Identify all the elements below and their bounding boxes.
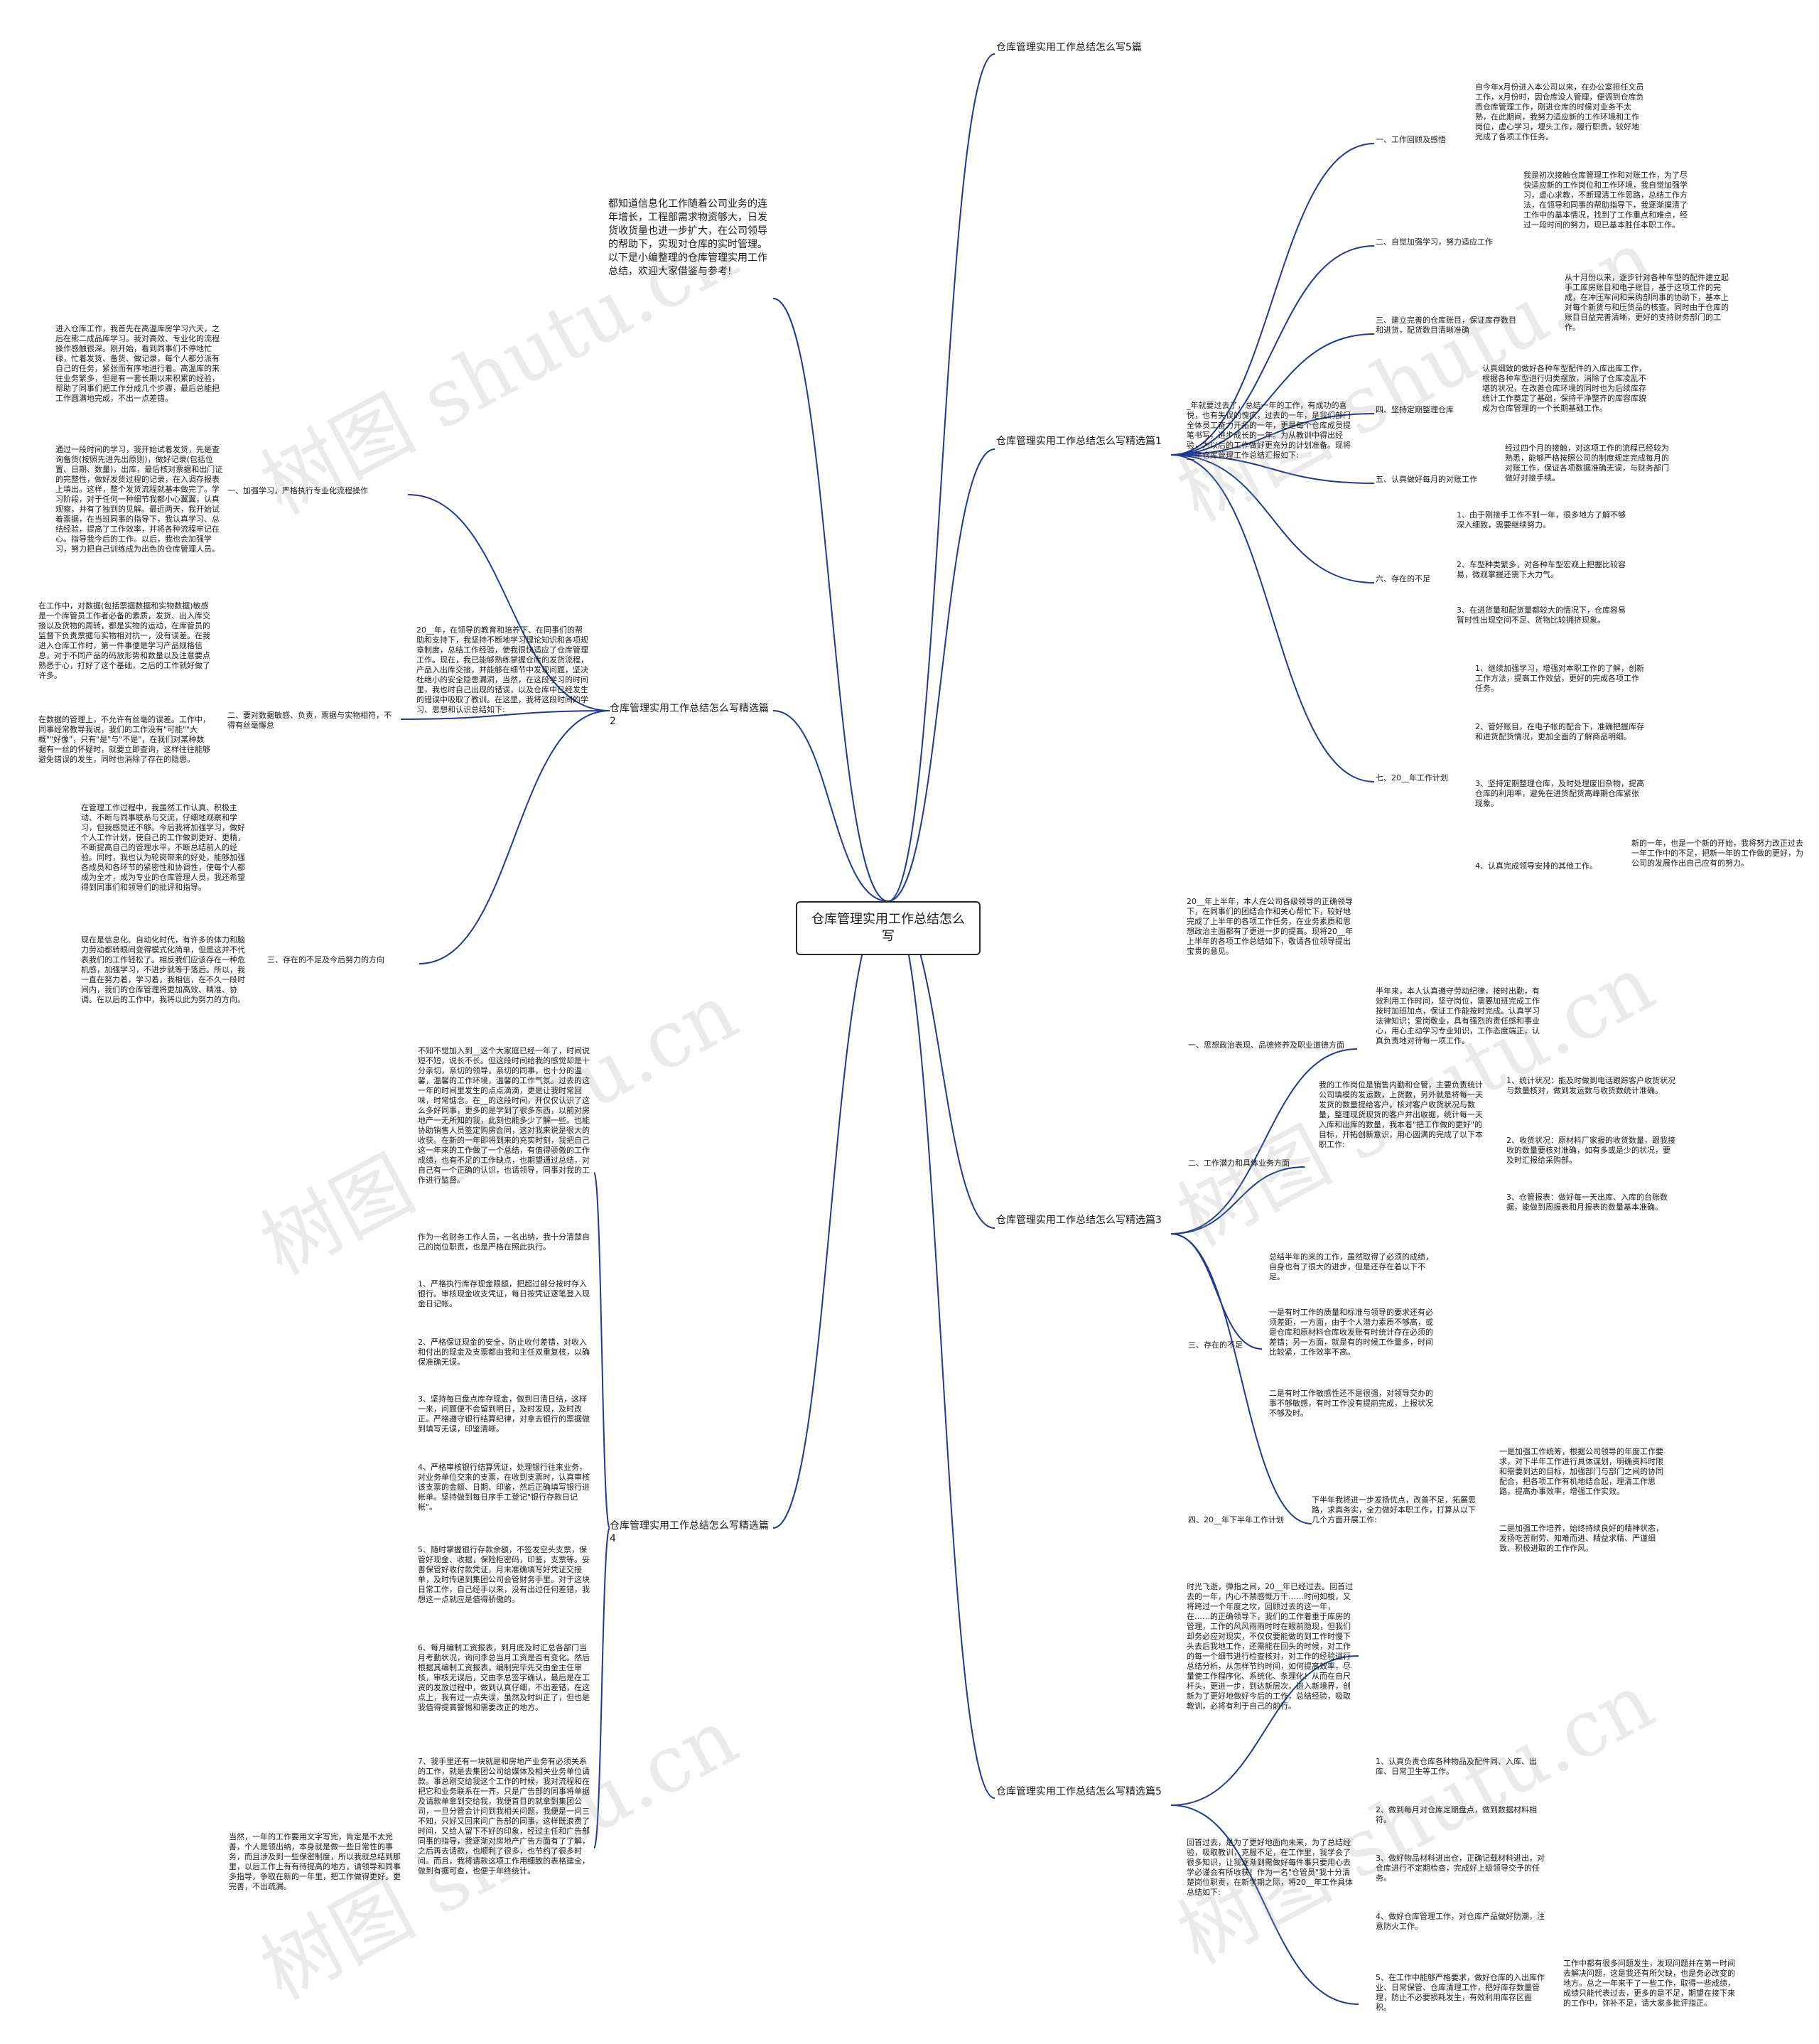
p2-s3a: 在管理工作过程中，我虽然工作认真、积极主动、不断与同事联系与交流，仔细地观察和学… [81, 803, 245, 892]
p1-s7d-text: 新的一年，也是一个新的开始，我将努力改正过去一年工作中的不足，把新一年的工作做的… [1631, 839, 1803, 868]
p5-a2: 2、做到每月对仓库定期盘点，做到数据材料相符。 [1376, 1805, 1537, 1824]
connector-line [1170, 454, 1375, 583]
p4-intro: 不知不觉加入到__这个大家庭已经一年了，时间说短不短，说长不长。但这段时间给我的… [418, 1046, 590, 1185]
intro-text: 都知道信息化工作随着公司业务的连年增长，工程部需求物资够大，日发货收货量也进一步… [608, 198, 767, 277]
connector-line [1170, 1233, 1263, 1350]
connector-line [419, 710, 610, 964]
connector-line [1170, 333, 1375, 456]
p2-intro: 20__年，在领导的教育和培养下、在同事们的帮助和支持下，我坚持不断地学习理论知… [416, 625, 588, 714]
p4-a3: 3、坚持每日盘点库存现金，做到日清日结，这样一来，问题便不会留到明日，及时发现，… [418, 1394, 590, 1434]
connector-line [1170, 245, 1375, 456]
connector-line [1170, 1655, 1359, 1806]
connector-line [1170, 454, 1375, 484]
p1-s6a: 1、由于刚接手工作不到一年，很多地方了解不够深入细致，需要继续努力。 [1457, 510, 1626, 529]
branch-b1[interactable]: 仓库管理实用工作总结怎么写精选篇1 [996, 436, 1162, 447]
p2-s2b: 在数据的管理上，不允许有丝毫的误差。工作中，同事经常教导我说，我们的工作没有"可… [38, 715, 210, 764]
p5-a4: 4、做好仓库管理工作，对仓库产品做好防潮，注意防火工作。 [1376, 1912, 1545, 1931]
branch-b5[interactable]: 仓库管理实用工作总结怎么写5篇 [996, 42, 1142, 53]
p3-s4[interactable]: 四、20__年下半年工作计划 [1188, 1515, 1284, 1524]
p3-s1-text: 半年来，本人认真遵守劳动纪律，按时出勤，有效利用工作时间，坚守岗位，需要加班完成… [1376, 986, 1540, 1045]
p5-a3: 3、做好物品材料进出仓，正确记载材料进出，对仓库进行不定期检查，完成好上级领导交… [1376, 1854, 1545, 1883]
connector-line [887, 448, 995, 902]
branch-b2[interactable]: 仓库管理实用工作总结怎么写精选篇2 [610, 703, 769, 727]
connector-line [1170, 1166, 1305, 1235]
p4-a5: 5、随时掌握银行存款余额，不签发空头支票，保管好现金、收据，保险柜密码，印鉴，支… [418, 1545, 590, 1604]
connector-line [1170, 143, 1375, 456]
p1-s4-text: 认真细致的做好各种车型配件的入库出库工作，根据各种车型进行归类摆放，消除了仓库凌… [1482, 364, 1646, 413]
p3-s1[interactable]: 一、思想政治表现、品德修养及职业道德方面 [1188, 1040, 1344, 1050]
p1-s7a: 1、继续加强学习，增强对本职工作的了解，创新工作方法，提高工作效益，更好的完成各… [1475, 664, 1644, 693]
p4-a0: 作为一名财务工作人员，一名出纳，我十分清楚自己的岗位职责，也是严格在照此执行。 [418, 1232, 590, 1252]
p1-s6b: 2、车型种类繁多，对各种车型宏观上把握比较容易，微观掌握还需下大力气。 [1457, 560, 1626, 579]
connector-line [772, 900, 889, 1529]
p1-s2-text: 我是初次接触仓库管理工作和对账工作，为了尽快适应新的工作岗位和工作环境，我自觉加… [1523, 171, 1688, 230]
p3-s3b: 一是有时工作的质量和标准与领导的要求还有必须差距，一方面，由于个人潜力素质不够高… [1269, 1308, 1433, 1357]
connector-line [1170, 454, 1375, 782]
p3-intro: 20__年上半年，本人在公司各级领导的正确领导下，在同事们的团结合作和关心帮忙下… [1187, 897, 1353, 956]
connector-line [1170, 1048, 1358, 1235]
p5-s0: 回首过去，是为了更好地面向未来，为了总结经验，吸取教训，克服不足，在工作里，我学… [1187, 1838, 1353, 1897]
p3-s2-text: 我的工作岗位是销售内勤和仓管，主要负责统计公司填模的发运数，上货数，另外就是将每… [1319, 1080, 1483, 1149]
p3-s3c: 二是有时工作敏感性还不是很强，对领导交办的事不够敏感，有时工作没有提前完成，上报… [1269, 1389, 1433, 1418]
p3-s3a: 总结半年的来的工作，虽然取得了必须的成绩，自身也有了很大的进步，但是还存在着以下… [1269, 1252, 1433, 1281]
branch-b4[interactable]: 仓库管理实用工作总结怎么写精选篇4 [610, 1520, 769, 1544]
connector-line [1170, 1804, 1359, 2005]
p3-s3[interactable]: 三、存在的不足 [1188, 1340, 1243, 1350]
p3-s2a: 1、统计状况：能及时做到电话跟踪客户收货状况与数量核对，做到发运数与收货数统计准… [1506, 1076, 1675, 1095]
p1-s5-text: 经过四个月的接触，对这项工作的流程已经较为熟悉，能够严格按照公司的制度规定完成每… [1505, 443, 1669, 483]
p4-a7: 7、我手里还有一块就是和房地产业务有必须关系的工作，就是去集团公司给媒体及相关业… [418, 1757, 590, 1876]
connector-line [593, 1527, 610, 1849]
connector-line [887, 900, 995, 1799]
p3-s2[interactable]: 二、工作潜力和具体业务方面 [1188, 1158, 1290, 1168]
p1-intro: _年就要过去了，总结一年的工作，有成功的喜悦，也有失误的愧疚，过去的一年，是我们… [1187, 401, 1351, 460]
p5-intro: 时光飞逝，弹指之间，20__年已经过去。回首过去的一年，内心不禁感慨万千……时间… [1187, 1582, 1353, 1711]
p1-s1[interactable]: 一、工作回顾及感悟 [1376, 135, 1446, 144]
p1-s7[interactable]: 七、20__年工作计划 [1376, 773, 1448, 782]
connector-line [887, 53, 995, 902]
p1-s3-text: 从十月份以来，逐步针对各种车型的配件建立起手工库房账目和电子账目，基于这项工作的… [1565, 273, 1729, 332]
p3-s2c: 3、仓管报表：做好每一天出库、入库的台账数据，能做到周报表和月报表的数量基本准确… [1506, 1193, 1668, 1212]
p3-s4b: 二是加强工作培养，始终持续良好的精神状态，发扬吃苦耐劳、知难而进、精益求精、严谨… [1499, 1524, 1663, 1553]
p2-s3[interactable]: 三、存在的不足及今后努力的方向 [267, 955, 384, 964]
connector-line [407, 494, 610, 711]
p1-s7c: 3、坚持定期整理仓库，及时处理废旧杂物，提高仓库的利用率，避免在进货配货高峰期仓… [1475, 779, 1644, 808]
p1-s7b: 2、管好账目，在电子帐的配合下，准确把握库存和进货配货情况，更加全面的了解商品明… [1475, 722, 1644, 741]
p2-s1[interactable]: 一、加强学习，严格执行专业化流程操作 [227, 486, 368, 495]
p1-s1-text: 自今年x月份进入本公司以来，在办公室担任文员工作，x月份时，因仓库没人管理，便调… [1475, 82, 1644, 141]
p2-s1a: 进入仓库工作，我首先在高温库房学习六天，之后在熊二成品库学习。我对高效、专业化的… [55, 324, 220, 403]
p1-s6[interactable]: 六、存在的不足 [1376, 574, 1430, 583]
connector-line [772, 298, 889, 902]
p1-s4[interactable]: 四、坚持定期整理仓库 [1376, 405, 1454, 414]
connector-line [1170, 1233, 1312, 1524]
branch-b3[interactable]: 仓库管理实用工作总结怎么写精选篇3 [996, 1215, 1162, 1226]
p3-s4a: 一是加强工作统筹，根据公司领导的年度工作要求，对下半年工作进行具体谋划，明确资料… [1499, 1447, 1663, 1496]
p2-s3b: 现在是信息化、自动化时代，有许多的体力和脑力劳动都转眼间变得模式化简单，但是这并… [81, 935, 245, 1004]
p3-s2b: 2、收货状况：原材料厂家报的收货数量，跟我接收的数量要核对准确，如有多或是少的状… [1506, 1136, 1675, 1165]
p1-s2[interactable]: 二、自觉加强学习，努力适应工作 [1376, 237, 1493, 247]
p5-a5-text: 工作中都有很多问题发生，发现问题并在第一时间去解决问题，这是我还有所欠缺，也是务… [1563, 1959, 1735, 2008]
p1-s7d: 4、认真完成领导安排的其他工作。 [1475, 861, 1597, 871]
p4-a1: 1、严格执行库存现金限额，把超过部分按时存入银行。审核现金收支凭证，每日按凭证逐… [418, 1279, 590, 1308]
p5-a1: 1、认真负责仓库各种物品及配件同、入库、出库、日常卫生等工作。 [1376, 1757, 1537, 1776]
p1-s5[interactable]: 五、认真做好每月的对账工作 [1376, 475, 1477, 484]
p1-s3[interactable]: 三、建立完善的仓库账目，保证库存数目和进货，配货数目清晰准确 [1376, 316, 1516, 335]
p3-s4-text: 下半年我将进一步发扬优点，改善不足，拓展思路，求真务实，全力做好本职工作，打算从… [1312, 1495, 1476, 1524]
connector-line [772, 710, 889, 902]
branch-b5b[interactable]: 仓库管理实用工作总结怎么写精选篇5 [996, 1786, 1162, 1797]
connector-line [1170, 413, 1375, 456]
connector-line [400, 710, 610, 720]
connector-line [593, 1172, 610, 1529]
p4-a4: 4、严格审核银行结算凭证，处理银行往来业务，对业务单位交来的支票，在收到支票时，… [418, 1463, 590, 1512]
root-topic[interactable]: 仓库管理实用工作总结怎么写 [796, 901, 981, 955]
p2-s2a: 在工作中，对数据(包括票据数据和实物数据)敏感是一个库管员工作者必备的素质，发货… [38, 601, 210, 680]
p5-a5: 5、在工作中能够严格要求，做好仓库的入出库作业、日常保管、仓库清理工作，把好库存… [1376, 1973, 1545, 2012]
p4-end: 当然，一年的工作要用文字写完，肯定是不太完善，个人是领出纳，本身就是做一些日常性… [229, 1832, 401, 1891]
p4-a6: 6、每月编制工资报表，到月底及时汇总各部门当月考勤状况，询问李总当月工资是否有变… [418, 1643, 590, 1712]
p1-s6c: 3、在进货量和配货量都较大的情况下，仓库容易暂时性出现空间不足、货物比较拥挤现象… [1457, 606, 1626, 625]
p4-a2: 2、严格保证现金的安全，防止收付差错，对收入和付出的现金及支票都由我和主任双重复… [418, 1338, 590, 1367]
p2-s2[interactable]: 二、要对数据敏感、负责，票据与实物相符，不得有丝毫懈怠 [227, 711, 392, 730]
p2-s1b: 通过一段时间的学习，我开始试着发货，先是查询备货(按照先进先出原则)，做好记录(… [55, 445, 223, 554]
